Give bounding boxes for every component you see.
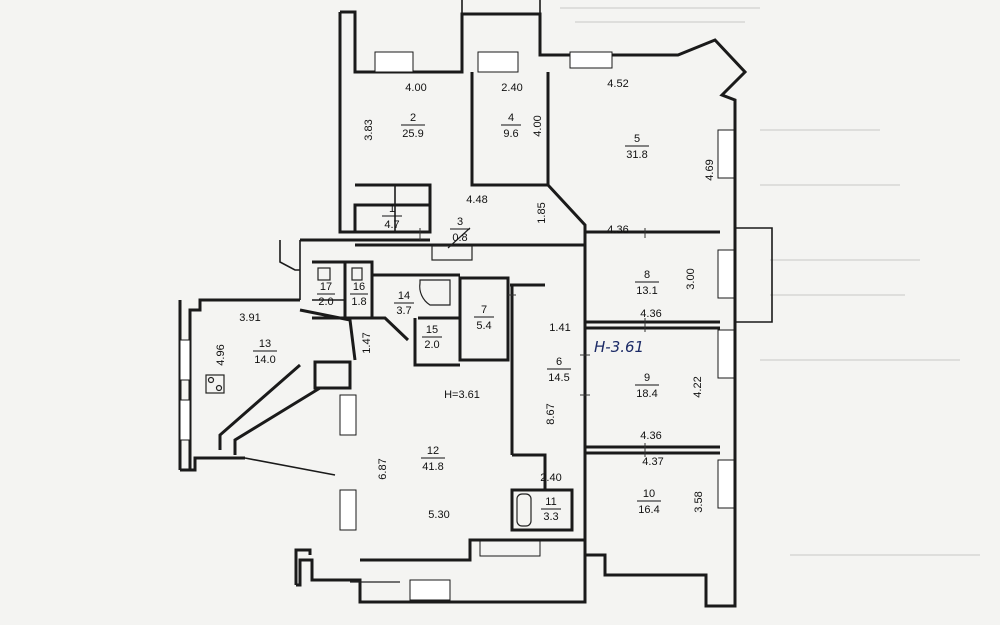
room-area: 31.8 bbox=[626, 149, 647, 161]
ceiling-height-note: H=3.61 bbox=[444, 389, 480, 401]
room-label-6: 6 14.5 bbox=[547, 356, 571, 384]
dimension: 4.69 bbox=[704, 159, 716, 180]
room-label-1: 1 4.7 bbox=[382, 203, 402, 231]
dimension: 4.36 bbox=[640, 430, 661, 442]
room-label-9: 9 18.4 bbox=[635, 372, 659, 400]
dimension: 1.85 bbox=[536, 202, 548, 223]
outer-walls bbox=[178, 10, 748, 608]
room-area: 9.6 bbox=[503, 128, 518, 140]
room-label-2: 2 25.9 bbox=[401, 112, 425, 140]
room-number: 2 bbox=[410, 112, 416, 124]
dimension: 5.30 bbox=[428, 509, 449, 521]
dimension: 4.00 bbox=[405, 82, 426, 94]
room-label-15: 15 2.0 bbox=[422, 324, 442, 351]
room-number: 16 bbox=[353, 281, 365, 293]
room-label-16: 16 1.8 bbox=[350, 281, 368, 308]
room-number: 8 bbox=[644, 269, 650, 281]
room-label-8: 8 13.1 bbox=[635, 269, 659, 297]
room-label-11: 11 3.3 bbox=[541, 496, 561, 523]
dimension: 2.40 bbox=[540, 472, 561, 484]
room-label-3: 3 0.8 bbox=[450, 216, 470, 244]
dimension: 3.00 bbox=[685, 268, 697, 289]
room-number: 6 bbox=[556, 356, 562, 368]
dimension: 3.83 bbox=[363, 119, 375, 140]
dimension: 3.91 bbox=[239, 312, 260, 324]
room-number: 17 bbox=[320, 281, 332, 293]
handwritten-height-note: H-3.61 bbox=[594, 338, 644, 356]
room-number: 3 bbox=[457, 216, 463, 228]
dimension-labels: 4.00 3.83 2.40 4.00 4.52 4.69 4.48 1.8 5 … bbox=[215, 78, 716, 521]
room-label-5: 5 31.8 bbox=[625, 133, 649, 161]
dimension: 4.36 bbox=[640, 308, 661, 320]
fixtures bbox=[205, 227, 532, 583]
room-label-14: 14 3.7 bbox=[394, 290, 414, 317]
room-number: 11 bbox=[545, 496, 556, 508]
room-area: 1.8 bbox=[351, 296, 366, 308]
room-number: 15 bbox=[426, 324, 438, 336]
room-area: 13.1 bbox=[636, 285, 657, 297]
room-area: 3.3 bbox=[543, 511, 558, 523]
bay-box bbox=[735, 227, 773, 323]
interior-walls bbox=[218, 72, 720, 565]
dimension: 1.41 bbox=[549, 322, 570, 334]
top-bay bbox=[461, 0, 541, 14]
room-area: 14.5 bbox=[548, 372, 569, 384]
dimension: 4.36 bbox=[607, 224, 628, 236]
dimension: 2.40 bbox=[501, 82, 522, 94]
dimension: 4.96 bbox=[215, 344, 227, 365]
room-number: 14 bbox=[398, 290, 410, 302]
room-area: 25.9 bbox=[402, 128, 423, 140]
windows bbox=[179, 51, 735, 601]
room-number: 7 bbox=[481, 304, 487, 316]
room-number: 10 bbox=[643, 488, 655, 500]
room-area: 16.4 bbox=[638, 504, 659, 516]
room-label-10: 10 16.4 bbox=[637, 488, 661, 516]
room-number: 5 bbox=[634, 133, 640, 145]
dimension: 1.47 bbox=[361, 332, 373, 353]
dimension: 8.67 bbox=[545, 403, 557, 424]
door-marks bbox=[419, 228, 646, 457]
room-area: 2.0 bbox=[318, 296, 333, 308]
room-label-13: 13 14.0 bbox=[253, 338, 277, 366]
room-number: 9 bbox=[644, 372, 650, 384]
dimension: 4.00 bbox=[532, 115, 544, 136]
room-area: 18.4 bbox=[636, 388, 657, 400]
dimension: 4.22 bbox=[692, 376, 704, 397]
room-label-7: 7 5.4 bbox=[474, 304, 494, 332]
scan-background bbox=[560, 7, 980, 556]
room-label-4: 4 9.6 bbox=[501, 112, 521, 140]
room-area: 3.7 bbox=[396, 305, 411, 317]
room-number: 13 bbox=[259, 338, 271, 350]
dimension: 6.87 bbox=[377, 458, 389, 479]
room-label-12: 12 41.8 bbox=[421, 445, 445, 473]
room-number: 12 bbox=[427, 445, 439, 457]
room-area: 4.7 bbox=[384, 219, 399, 231]
dimension: 3.58 bbox=[693, 491, 705, 512]
room-area: 41.8 bbox=[422, 461, 443, 473]
dimension: 4.37 bbox=[642, 456, 663, 468]
room-number: 4 bbox=[508, 112, 514, 124]
dimension: 4.48 bbox=[466, 194, 487, 206]
room-area: 0.8 bbox=[452, 232, 467, 244]
room-area: 5.4 bbox=[476, 320, 491, 332]
room-labels: 1 4.7 2 25.9 3 0.8 4 9.6 5 31.8 6 14.5 bbox=[253, 112, 661, 523]
room-area: 2.0 bbox=[424, 339, 439, 351]
dimension: 4.52 bbox=[607, 78, 628, 90]
room-number: 1 bbox=[389, 203, 395, 215]
room-label-17: 17 2.0 bbox=[317, 281, 335, 308]
room-area: 14.0 bbox=[254, 354, 275, 366]
